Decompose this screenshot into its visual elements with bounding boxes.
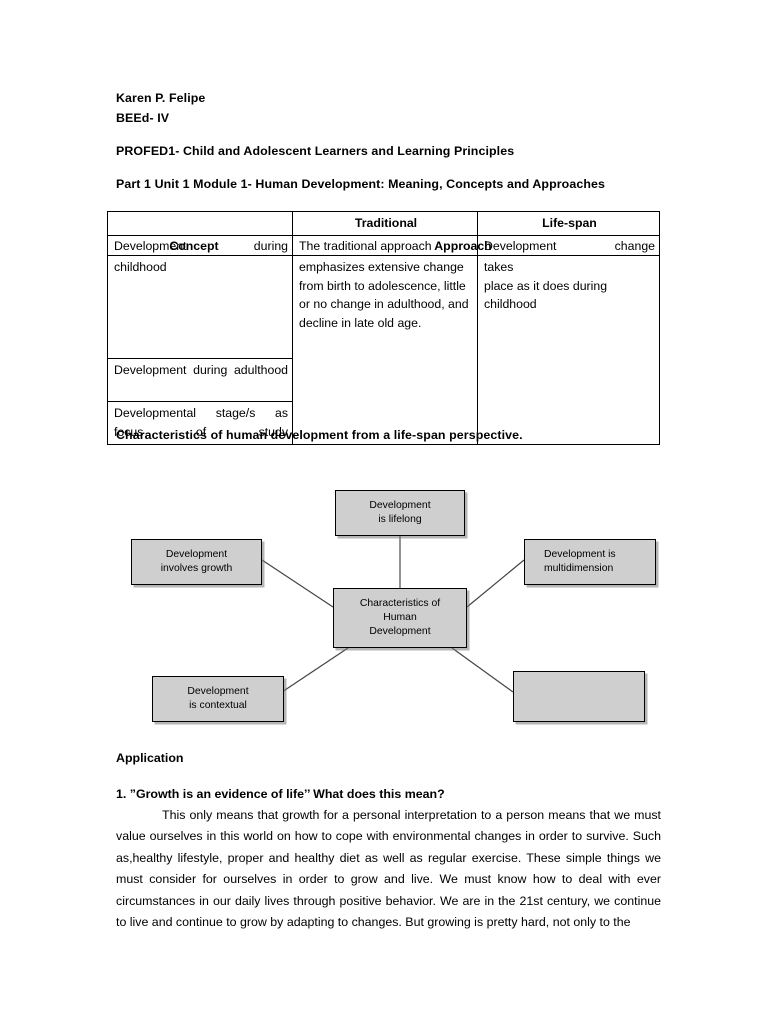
comparison-table-wrapper: Traditional Life-span Development during… <box>107 211 660 445</box>
cell-childhood: childhood <box>107 255 293 359</box>
diagram-node-multidimension[interactable]: Development is multidimension <box>524 539 656 585</box>
cell-development-adulthood: Development during adulthood <box>107 358 293 402</box>
diagram-node-lifelong[interactable]: Development is lifelong <box>335 490 465 536</box>
diagram-node-involves-growth[interactable]: Development involves growth <box>131 539 262 585</box>
overlap-label-concept: Concept <box>169 239 219 253</box>
cell-developmental-stages: Developmental stage/s as focus of study <box>107 401 293 445</box>
header-cell-lifespan: Life-span <box>477 211 660 236</box>
table-header-row: Traditional Life-span <box>107 211 660 236</box>
cell-traditional-description: emphasizes extensive change from birth t… <box>292 255 478 445</box>
overlap-base-development-change: Development change <box>484 239 655 253</box>
overlap-cell-approach: The traditional approach Approach <box>292 235 492 256</box>
cell-lifespan-description: takes place as it does during childhood <box>477 255 660 445</box>
characteristics-diagram: Development is lifelong Development invo… <box>0 470 768 740</box>
table-row: Developmental stage/s as focus of study <box>107 401 660 445</box>
application-question: 1. ”Growth is an evidence of life’’ What… <box>116 787 445 801</box>
header-spacer-2 <box>116 161 676 174</box>
table-row: Development during adulthood <box>107 358 660 402</box>
diagram-node-contextual[interactable]: Development is contextual <box>152 676 284 722</box>
table-row: childhood emphasizes extensive change fr… <box>107 255 660 445</box>
diagram-node-center[interactable]: Characteristics of Human Development <box>333 588 467 648</box>
application-heading: Application <box>116 751 184 765</box>
module-title: Part 1 Unit 1 Module 1- Human Developmen… <box>116 177 605 191</box>
header-cell-traditional: Traditional <box>292 211 478 236</box>
overlap-cell-development-change: Development change <box>477 235 660 256</box>
subject-title: PROFED1- Child and Adolescent Learners a… <box>116 144 515 158</box>
comparison-table: Traditional Life-span Development during… <box>107 211 660 445</box>
diagram-caption: Characteristics of human development fro… <box>116 428 523 442</box>
student-course: BEEd- IV <box>116 111 170 125</box>
student-name: Karen P. Felipe <box>116 91 206 105</box>
table-overlap-row: Development during Concept The tradition… <box>107 235 660 256</box>
document-header: Karen P. Felipe BEEd- IV PROFED1- Child … <box>116 88 676 194</box>
application-answer-paragraph: This only means that growth for a person… <box>116 808 661 930</box>
diagram-node-empty[interactable] <box>513 671 645 722</box>
header-cell-blank <box>107 211 293 236</box>
overlap-cell-concept: Development during Concept <box>107 235 293 256</box>
overlap-base-traditional-approach: The traditional approach <box>299 239 432 253</box>
header-spacer-1 <box>116 128 676 141</box>
overlap-base-development-during: Development during <box>114 239 288 253</box>
